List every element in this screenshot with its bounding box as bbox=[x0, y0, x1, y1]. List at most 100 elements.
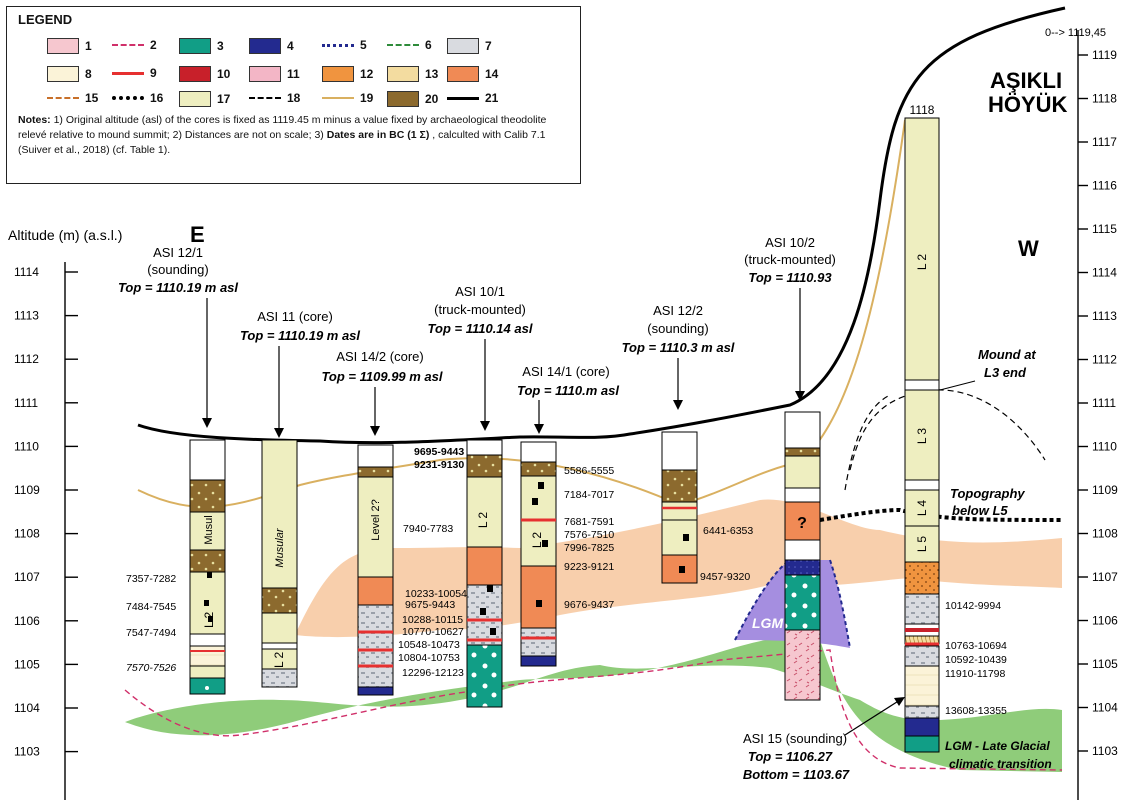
left-tick-label: 1113 bbox=[14, 309, 39, 323]
east-label: E bbox=[190, 222, 205, 247]
core-title: ASI 14/1 (core) bbox=[522, 364, 609, 379]
core-titles: ASI 12/1 (sounding) Top = 1110.19 m asl … bbox=[118, 235, 905, 782]
core-top: Top = 1110.14 asl bbox=[428, 321, 533, 336]
legend-item-16: 16 bbox=[112, 91, 163, 105]
swatch-gold-line bbox=[322, 97, 354, 99]
date-label: 6441-6353 bbox=[703, 525, 753, 537]
core-top: Top = 1110.3 m asl bbox=[622, 340, 735, 355]
swatch-brown-dotted bbox=[387, 91, 419, 107]
core-title: ASI 11 (core) bbox=[257, 309, 333, 324]
west-label: W bbox=[1018, 236, 1039, 261]
right-tick-label: 1109 bbox=[1092, 483, 1118, 497]
core-subtitle: (truck-mounted) bbox=[434, 302, 526, 317]
legend-item-12: 12 bbox=[322, 66, 373, 82]
right-tick-label: 1107 bbox=[1092, 570, 1118, 584]
date-label: 9457-9320 bbox=[700, 571, 750, 583]
swatch-red-line bbox=[112, 71, 144, 75]
swatch-teal bbox=[179, 38, 211, 54]
date-label: 7681-7591 bbox=[564, 516, 614, 528]
level-l3: L 3 bbox=[915, 428, 929, 445]
swatch-light-pink bbox=[249, 66, 281, 82]
legend-label: 6 bbox=[425, 38, 432, 52]
left-tick-label: 1110 bbox=[14, 439, 39, 453]
legend-label: 8 bbox=[85, 67, 92, 81]
legend-label: 13 bbox=[425, 67, 439, 81]
right-tick-label: 1105 bbox=[1092, 657, 1118, 671]
date-label: 10763-10694 bbox=[945, 640, 1007, 652]
site-name-line2: HÖYÜK bbox=[988, 92, 1068, 117]
right-tick-label: 1104 bbox=[1092, 701, 1118, 715]
core-asi-10-2: ? bbox=[784, 411, 821, 701]
legend-item-7: 7 bbox=[447, 38, 492, 54]
level-l2: L 2 bbox=[915, 254, 929, 271]
mound-label-2: L3 end bbox=[984, 365, 1027, 380]
core-level: L 2 bbox=[202, 611, 216, 628]
legend-item-20: 20 bbox=[387, 91, 438, 107]
core-asi-12-2 bbox=[661, 431, 698, 584]
core-title: ASI 15 (sounding) bbox=[743, 731, 847, 746]
right-tick-label: 1110 bbox=[1092, 440, 1117, 454]
level-l4: L 4 bbox=[915, 500, 929, 517]
date-label: 13608-13355 bbox=[945, 705, 1007, 717]
core-top: Top = 1106.27 bbox=[748, 749, 833, 764]
mound-end-line-2 bbox=[844, 394, 891, 491]
lgm-late-glacial-label-2: climatic transition bbox=[949, 757, 1052, 771]
right-tick-label: 1106 bbox=[1092, 614, 1118, 628]
lgm-late-glacial-label: LGM - Late Glacial bbox=[945, 739, 1050, 753]
core-label: L 2 bbox=[530, 532, 544, 549]
swatch-green-dashed bbox=[387, 44, 419, 46]
left-tick-label: 1114 bbox=[14, 265, 39, 279]
swatch-black-dashed bbox=[249, 97, 281, 99]
core-asi-10-1: L 2 bbox=[466, 439, 503, 708]
left-axis-ticks: 1114111311121111111011091108110711061105… bbox=[14, 265, 78, 759]
right-tick-label: 1103 bbox=[1092, 744, 1118, 758]
left-tick-label: 1107 bbox=[14, 570, 40, 584]
date-label: 7570-7526 bbox=[126, 662, 176, 674]
legend-box: LEGEND 1 2 3 4 5 6 7 8 9 10 11 12 13 14 … bbox=[6, 6, 581, 184]
core-asi-11: Musular L 2 bbox=[261, 439, 298, 688]
right-tick-label: 1113 bbox=[1092, 309, 1117, 323]
mound-label: Mound at bbox=[978, 347, 1036, 362]
legend-title: LEGEND bbox=[18, 12, 73, 27]
date-label: 9676-9437 bbox=[564, 599, 614, 611]
legend-item-5: 5 bbox=[322, 38, 367, 52]
legend-label: 4 bbox=[287, 39, 294, 53]
swatch-dark-red bbox=[179, 66, 211, 82]
legend-label: 11 bbox=[287, 67, 300, 81]
legend-label: 15 bbox=[85, 91, 99, 105]
swatch-orange bbox=[447, 66, 479, 82]
date-label: 9695-9443 bbox=[414, 446, 464, 458]
date-label: 7484-7545 bbox=[126, 601, 176, 613]
right-tick-label: 1108 bbox=[1092, 527, 1118, 541]
notes-bold: Dates are in BC (1 Σ) bbox=[326, 129, 430, 141]
swatch-beige bbox=[179, 91, 211, 107]
legend-label: 1 bbox=[85, 39, 92, 53]
core-top: Top = 1110.93 bbox=[748, 270, 832, 285]
right-axis-ticks: 1119111811171116111511141113111211111110… bbox=[1078, 48, 1118, 758]
date-label: 9223-9121 bbox=[564, 561, 614, 573]
core-label: ? bbox=[797, 515, 807, 532]
legend-item-8: 8 bbox=[47, 66, 92, 82]
swatch-sand bbox=[47, 66, 79, 82]
left-tick-label: 1108 bbox=[14, 527, 40, 541]
date-label: 12296-12123 bbox=[402, 667, 464, 679]
swatch-navy-dotted bbox=[322, 43, 354, 47]
legend-item-11: 11 bbox=[249, 66, 300, 82]
core-asi-14-1: L 2 bbox=[520, 441, 557, 667]
legend-label: 5 bbox=[360, 38, 367, 52]
core-top: Top = 1110.m asl bbox=[517, 383, 619, 398]
legend-item-10: 10 bbox=[179, 66, 230, 82]
swatch-black-line bbox=[447, 96, 479, 100]
core-asi-15: 1118 L 2 L 3 L 4 L 5 bbox=[904, 103, 940, 753]
core-subtitle: (truck-mounted) bbox=[744, 252, 836, 267]
lgm-label: LGM bbox=[752, 615, 783, 631]
left-tick-label: 1103 bbox=[14, 745, 40, 759]
topography-line bbox=[819, 507, 1063, 522]
core-label: 1118 bbox=[910, 103, 935, 117]
core-title: ASI 12/2 bbox=[653, 303, 703, 318]
date-label: 7940-7783 bbox=[403, 523, 453, 535]
legend-label: 10 bbox=[217, 67, 231, 81]
core-label: Level 2? bbox=[370, 499, 382, 541]
